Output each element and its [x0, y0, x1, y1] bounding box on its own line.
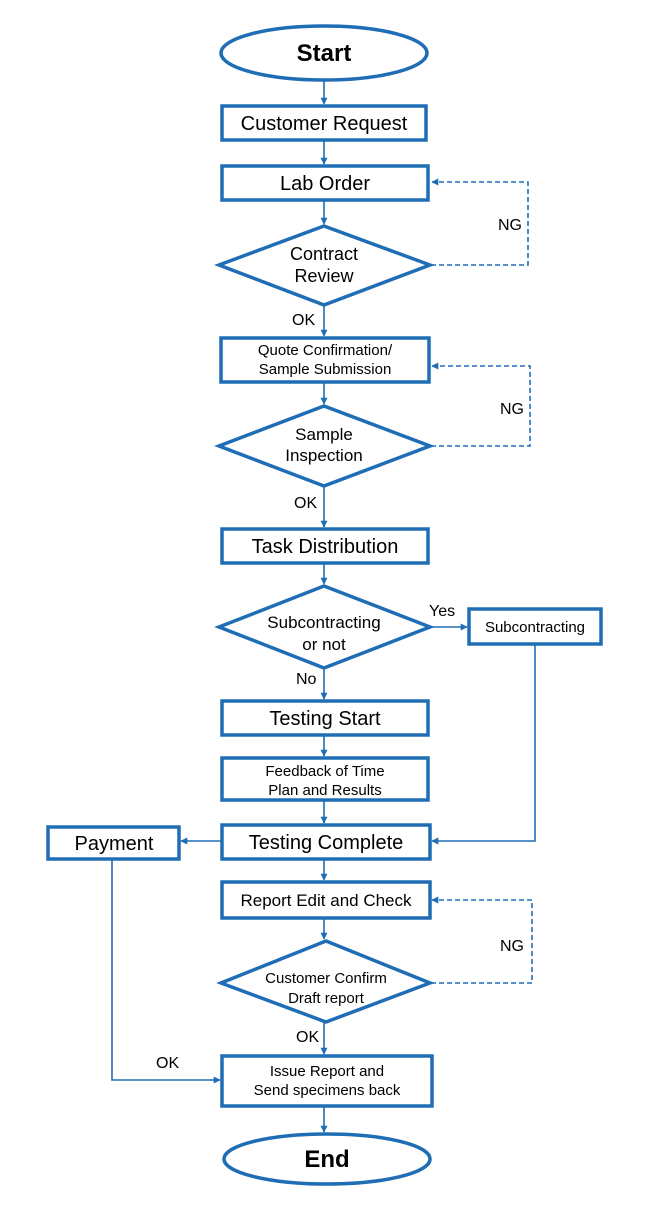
task-distribution-label: Task Distribution [252, 536, 399, 558]
customer-request-label: Customer Request [241, 113, 408, 135]
label-ng-confirm: NG [500, 938, 524, 955]
node-report-edit: Report Edit and Check [220, 880, 432, 920]
subcontracting-or-not-line1: Subcontracting [267, 613, 380, 632]
issue-report-line1: Issue Report and [270, 1063, 384, 1080]
report-edit-label: Report Edit and Check [240, 891, 412, 910]
lab-order-label: Lab Order [280, 173, 370, 195]
testing-start-label: Testing Start [269, 708, 381, 730]
sample-inspection-line1: Sample [295, 425, 353, 444]
customer-confirm-line2: Draft report [288, 990, 365, 1007]
quote-confirmation-line2: Sample Submission [259, 361, 392, 378]
node-payment: Payment [46, 825, 181, 861]
node-end: End [222, 1132, 432, 1186]
node-task-distribution: Task Distribution [220, 527, 430, 565]
label-yes-subcontract: Yes [429, 603, 455, 620]
customer-confirm-line1: Customer Confirm [265, 970, 387, 987]
end-label: End [304, 1146, 349, 1173]
label-ok-confirm: OK [296, 1029, 319, 1046]
node-subcontracting-decision: Subcontracting or not [214, 584, 435, 670]
contract-review-line2: Review [294, 266, 354, 286]
feedback-line2: Plan and Results [268, 782, 381, 799]
node-lab-order: Lab Order [220, 164, 430, 202]
issue-report-line2: Send specimens back [254, 1082, 401, 1099]
contract-review-line1: Contract [290, 244, 358, 264]
node-customer-confirm: Customer Confirm Draft report [216, 939, 435, 1024]
node-subcontracting: Subcontracting [467, 607, 603, 646]
label-ok-inspection: OK [294, 495, 317, 512]
start-label: Start [297, 40, 352, 67]
node-start: Start [219, 24, 429, 82]
edge-payment-to-issue [111, 859, 221, 1084]
label-ok-contract: OK [292, 312, 315, 329]
node-testing-start: Testing Start [220, 699, 430, 737]
node-feedback: Feedback of Time Plan and Results [220, 756, 430, 802]
edge-contract-ng-loop [431, 178, 529, 266]
node-issue-report: Issue Report and Send specimens back [220, 1054, 434, 1108]
node-testing-complete: Testing Complete [220, 823, 432, 861]
label-ng-inspection: NG [500, 401, 524, 418]
node-quote-confirmation: Quote Confirmation/ Sample Submission [219, 336, 431, 384]
edge-inspection-ng-loop [431, 362, 531, 447]
subcontracting-or-not-line2: or not [302, 635, 346, 654]
connectors [111, 80, 536, 1133]
sample-inspection-line2: Inspection [285, 446, 363, 465]
testing-complete-label: Testing Complete [249, 832, 404, 854]
label-ok-payment: OK [156, 1055, 179, 1072]
label-ng-contract: NG [498, 217, 522, 234]
node-customer-request: Customer Request [220, 104, 428, 142]
edge-labels: NG OK NG OK Yes No NG OK OK [156, 217, 524, 1072]
subcontracting-label: Subcontracting [485, 619, 585, 636]
edge-confirm-ng-loop [431, 896, 533, 984]
edge-subcontracting-to-complete [431, 644, 536, 845]
payment-label: Payment [75, 833, 154, 855]
label-no-subcontract: No [296, 671, 317, 688]
feedback-line1: Feedback of Time [265, 763, 384, 780]
node-contract-review: Contract Review [214, 224, 436, 307]
node-sample-inspection: Sample Inspection [214, 404, 435, 488]
quote-confirmation-line1: Quote Confirmation/ [258, 342, 393, 359]
